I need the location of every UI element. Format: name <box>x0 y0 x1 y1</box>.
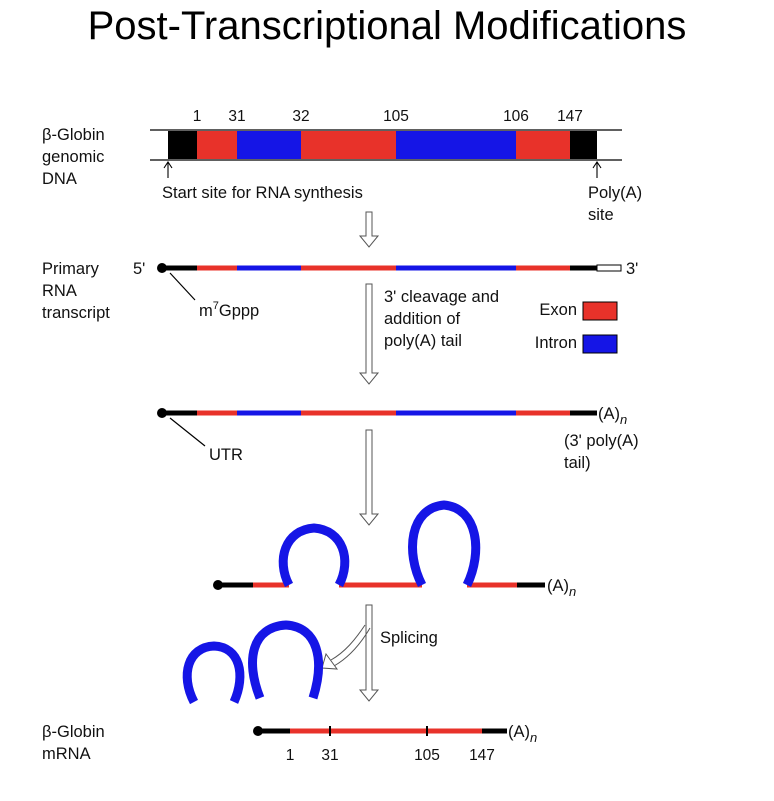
tail-note-2: tail) <box>564 454 591 472</box>
legend-intron-label: Intron <box>535 334 577 352</box>
step-label-1: 3' cleavage and <box>384 288 499 306</box>
tail-note-1: (3' poly(A) <box>564 432 639 450</box>
position-label: 105 <box>383 108 409 125</box>
polya-site-arrow-icon <box>592 161 602 178</box>
position-label: 32 <box>292 108 309 125</box>
down-arrow-icon <box>358 429 380 526</box>
start-site-arrow-icon <box>163 161 173 178</box>
polya-site-label-1: Poly(A) <box>588 184 642 202</box>
polya-tail-label: (A)n <box>547 577 576 599</box>
polya-site-label-2: site <box>588 206 614 224</box>
polya-tail-label: (A)n <box>508 723 537 745</box>
three-prime-label: 3' <box>626 260 638 278</box>
genomic-label-line-1: β-Globin <box>42 126 105 144</box>
genomic-dna: β-Globin genomic DNA 1 31 32 105 106 147… <box>42 108 642 224</box>
position-label: 105 <box>414 747 440 764</box>
cleaved-tail-segment <box>596 264 622 272</box>
position-label: 31 <box>321 747 338 764</box>
mrna-label-line-1: β-Globin <box>42 723 105 741</box>
down-arrow-icon <box>358 283 380 385</box>
dna-flank-3 <box>570 131 597 159</box>
intron-loop-1 <box>278 523 350 588</box>
genomic-label-line-3: DNA <box>42 170 77 188</box>
step-label-3: poly(A) tail <box>384 332 462 350</box>
legend: Exon Intron <box>535 301 618 354</box>
start-site-label: Start site for RNA synthesis <box>162 184 363 202</box>
position-label: 1 <box>286 747 295 764</box>
dna-exon-2 <box>301 131 396 159</box>
cap-dot <box>213 580 223 590</box>
position-label: 106 <box>503 108 529 125</box>
dna-intron-1 <box>237 131 301 159</box>
splicing-intermediate: (A)n <box>213 500 576 599</box>
splicing-label: Splicing <box>380 629 438 647</box>
primary-label-line-1: Primary <box>42 260 100 278</box>
legend-exon-swatch <box>582 301 618 321</box>
position-label: 1 <box>193 108 202 125</box>
mature-mrna: β-Globin mRNA (A)n 1 31 105 147 <box>42 723 537 764</box>
step-label-2: addition of <box>384 310 461 328</box>
cap-label: m7Gppp <box>199 300 259 320</box>
legend-intron-swatch <box>582 334 618 354</box>
legend-exon-label: Exon <box>539 301 577 319</box>
dna-exon-1 <box>197 131 237 159</box>
page-title: Post-Transcriptional Modifications <box>87 4 687 48</box>
cap-dot <box>157 263 167 273</box>
position-label: 147 <box>469 747 495 764</box>
dna-flank-5 <box>168 131 197 159</box>
cap-dot <box>253 726 263 736</box>
position-label: 31 <box>228 108 245 125</box>
utr-label: UTR <box>209 446 243 464</box>
primary-label-line-3: transcript <box>42 304 110 322</box>
intron-loop-2 <box>408 500 481 588</box>
cap-dot <box>157 408 167 418</box>
genomic-label-line-2: genomic <box>42 148 104 166</box>
position-label: 147 <box>557 108 583 125</box>
down-arrow-icon <box>358 604 380 702</box>
dna-intron-2 <box>396 131 516 159</box>
excised-introns <box>182 620 323 705</box>
primary-label-line-2: RNA <box>42 282 77 300</box>
dna-exon-3 <box>516 131 570 159</box>
curved-arrow-icon <box>321 624 371 670</box>
polyadenylated-transcript: (A)n UTR (3' poly(A) tail) <box>157 405 639 472</box>
five-prime-label: 5' <box>133 260 145 278</box>
down-arrow-icon <box>358 211 380 248</box>
mrna-label-line-2: mRNA <box>42 745 91 763</box>
excised-intron-1 <box>182 641 245 705</box>
excised-intron-2 <box>248 620 323 700</box>
primary-transcript: Primary RNA transcript 5' 3' m7Gppp 3' c… <box>42 260 638 350</box>
polya-tail-label: (A)n <box>598 405 627 427</box>
